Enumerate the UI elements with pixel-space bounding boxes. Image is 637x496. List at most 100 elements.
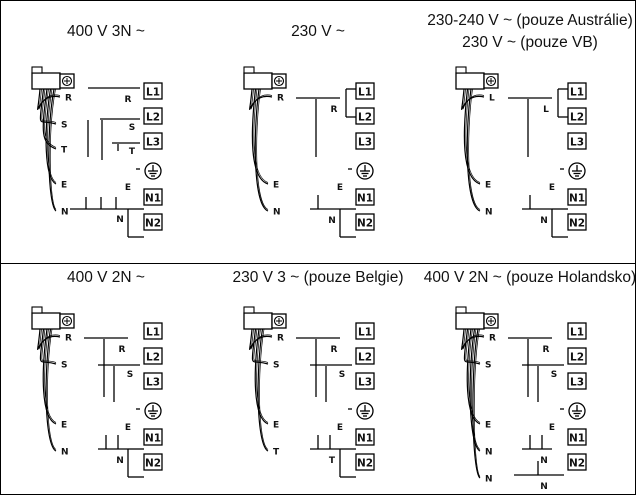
terminal-box	[355, 188, 375, 206]
conductor-label: R	[331, 345, 338, 355]
terminal-l2: L2	[355, 347, 375, 365]
cable-wire-edge	[41, 328, 57, 363]
conductor-label: R	[119, 345, 126, 355]
terminal-earth	[144, 162, 162, 180]
terminal-l1: L1	[143, 82, 163, 100]
panel-title: 230 V 3 ~ (pouze Belgie)	[232, 269, 403, 286]
conductor-label: S	[339, 370, 345, 380]
cable-clamp	[31, 72, 61, 90]
terminal-label: N2	[145, 458, 161, 470]
wire-label: R	[277, 94, 284, 104]
terminal-label: L3	[570, 377, 584, 389]
terminal-box	[567, 428, 587, 446]
cable-wire-edge	[465, 88, 481, 183]
conductor-label: S	[129, 123, 135, 133]
terminal-label: L2	[570, 352, 584, 364]
cable-wire-edge	[253, 328, 269, 363]
cable-wire	[466, 328, 481, 425]
terminal-label: N1	[357, 193, 373, 205]
wire-label: N	[61, 448, 69, 458]
wire-label: L	[489, 94, 495, 104]
wire-label: E	[273, 181, 279, 191]
terminal-box	[355, 107, 375, 125]
terminal-box	[567, 82, 587, 100]
cable-wire	[254, 328, 269, 425]
terminal-l2: L2	[143, 107, 163, 125]
terminal-l3: L3	[567, 132, 587, 150]
cable-wire	[463, 88, 481, 185]
terminal-box	[567, 107, 587, 125]
conductor-label: R	[125, 95, 132, 105]
cable-wire-edge	[47, 88, 57, 183]
terminal-box	[355, 82, 375, 100]
terminal-label: N1	[569, 433, 585, 445]
conductor-label: L	[543, 105, 549, 115]
wire-label: T	[273, 448, 280, 458]
terminal-box	[355, 347, 375, 365]
cable-clamp	[455, 72, 485, 90]
terminal-n2: N2	[143, 453, 163, 471]
panel-title: 400 V 3N ~	[67, 23, 145, 40]
terminal-l3: L3	[143, 132, 163, 150]
wire-label: N	[485, 475, 493, 485]
wire-label: S	[61, 121, 67, 131]
clamp-tab	[243, 66, 255, 74]
terminal-label: N2	[145, 218, 161, 230]
panel-title: 230-240 V ~ (pouze Austrálie)	[427, 12, 633, 29]
wire-label: N	[485, 448, 493, 458]
terminal-box	[143, 213, 163, 231]
terminal-label: L1	[358, 327, 372, 339]
cable-wire-edge	[44, 328, 57, 423]
terminal-box	[143, 107, 163, 125]
clamp-tab	[455, 306, 467, 314]
wire-label: R	[277, 334, 284, 344]
terminal-box	[355, 213, 375, 231]
terminal-label: L2	[358, 352, 372, 364]
conductor-label: N	[328, 216, 336, 226]
terminal-label: N2	[357, 458, 373, 470]
cable-wire-edge	[473, 328, 481, 477]
cable-clamp	[243, 72, 273, 90]
wire-label: E	[273, 421, 279, 431]
conductor-label: T	[329, 456, 336, 466]
cable-wire-edge	[47, 328, 57, 450]
cable-wire	[48, 88, 57, 212]
conductor-label: T	[129, 147, 136, 157]
terminal-n1: N1	[355, 188, 375, 206]
cable-wire	[249, 88, 273, 110]
terminal-label: N1	[145, 433, 161, 445]
terminal-l1: L1	[143, 322, 163, 340]
conductor-label: N	[116, 456, 124, 466]
terminal-label: L3	[146, 377, 160, 389]
conductor-label: N	[540, 456, 548, 466]
terminal-label: N2	[357, 218, 373, 230]
wire-label: R	[65, 334, 72, 344]
panel-3: 230-240 V ~ (pouze Austrálie)230 V ~ (po…	[427, 12, 633, 238]
cable-wire	[469, 328, 481, 452]
terminal-n2: N2	[143, 213, 163, 231]
conductor-label: E	[125, 423, 131, 433]
cable-wire	[39, 328, 57, 365]
cable-wire-edge	[250, 88, 273, 110]
panel-title: 400 V 2N ~ (pouze Holandsko)	[424, 269, 636, 286]
wire-label: S	[273, 361, 279, 371]
terminal-box	[143, 82, 163, 100]
terminal-label: L3	[146, 137, 160, 149]
terminal-label: L3	[570, 137, 584, 149]
terminal-l3: L3	[355, 132, 375, 150]
wire-label: R	[489, 334, 496, 344]
panel-title: 230 V ~	[291, 23, 345, 40]
terminal-box	[143, 132, 163, 150]
terminal-box	[567, 372, 587, 390]
terminal-label: N1	[569, 193, 585, 205]
clamp-tab	[31, 306, 43, 314]
terminal-l1: L1	[567, 322, 587, 340]
terminal-box	[143, 347, 163, 365]
cable-clamp	[455, 312, 485, 330]
cable-wire	[45, 88, 57, 185]
conductor-label: R	[331, 105, 338, 115]
conductor-label: R	[543, 345, 550, 355]
